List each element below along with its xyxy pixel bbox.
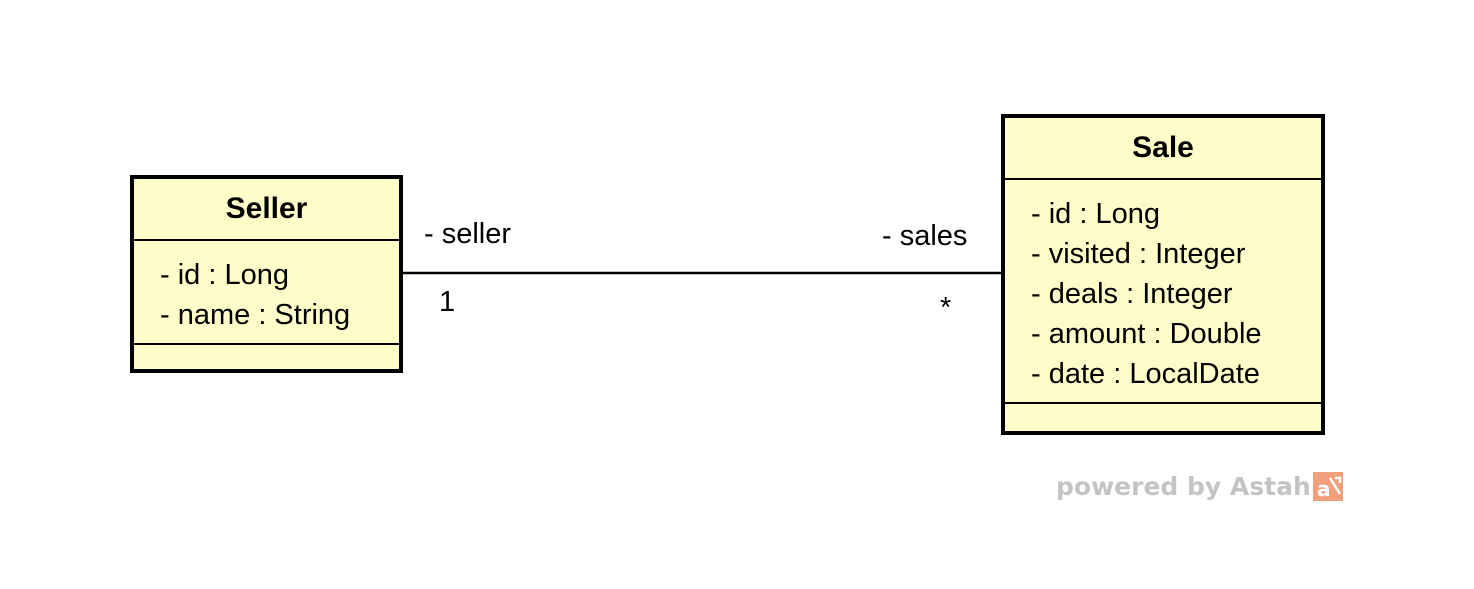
sale-class-box[interactable]: Sale - id : Long - visited : Integer - d… [1001, 114, 1325, 435]
multiplicity-seller: 1 [439, 286, 456, 318]
attribute: - date : LocalDate [1031, 358, 1260, 390]
class-name: Seller [134, 179, 399, 241]
role-label-sales: - sales [882, 220, 968, 252]
class-name: Sale [1005, 118, 1321, 180]
attribute: - deals : Integer [1031, 278, 1233, 310]
watermark-text: powered by Astah [1056, 471, 1311, 501]
attribute: - id : Long [160, 259, 289, 291]
attributes-compartment: - id : Long - name : String [134, 241, 399, 345]
role-label-seller: - seller [424, 218, 512, 250]
svg-text:a: a [1317, 477, 1331, 501]
attribute: - name : String [160, 299, 351, 331]
operations-compartment [1005, 404, 1321, 432]
multiplicity-sales: * [940, 292, 952, 324]
attributes-compartment: - id : Long - visited : Integer - deals … [1005, 180, 1321, 404]
powered-by-watermark: powered by Astah a [1056, 468, 1343, 504]
seller-class-box[interactable]: Seller - id : Long - name : String [130, 175, 403, 373]
astah-logo-icon: a [1312, 471, 1343, 501]
attribute: - id : Long [1031, 198, 1160, 230]
operations-compartment [134, 345, 399, 373]
attribute: - amount : Double [1031, 318, 1262, 350]
attribute: - visited : Integer [1031, 238, 1246, 270]
